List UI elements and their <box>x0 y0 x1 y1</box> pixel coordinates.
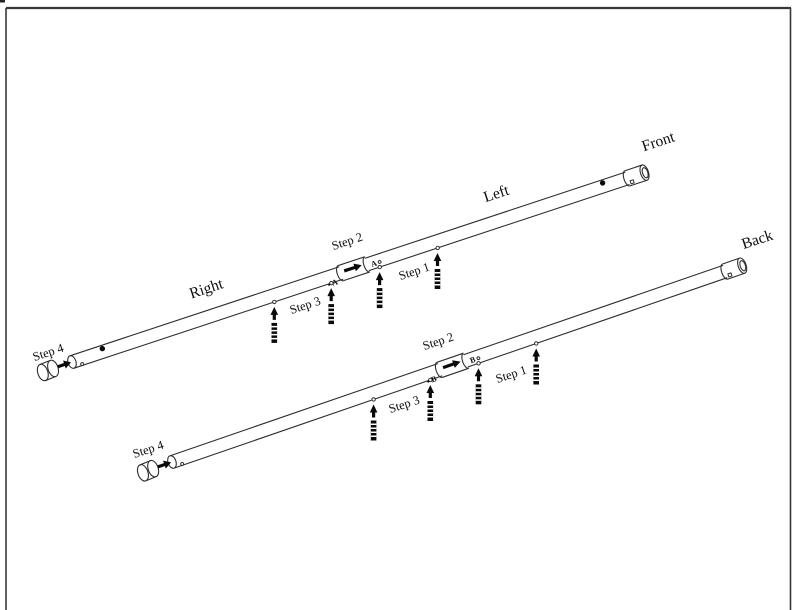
collar-hole <box>727 272 733 278</box>
step-label-3: Step 3 <box>288 294 322 317</box>
end-cap <box>136 459 160 482</box>
marker-dot <box>427 380 430 383</box>
side-label-left: Left <box>481 182 512 206</box>
cap-direction-arrow-icon <box>57 360 72 369</box>
insert-pin <box>369 404 378 441</box>
slide-direction-arrow-icon <box>442 360 461 370</box>
joint-marker-label: B <box>469 355 478 365</box>
step-label-1: Step 1 <box>494 363 528 386</box>
pin-hole <box>272 299 277 305</box>
insert-pin <box>433 253 442 289</box>
marker-hole <box>476 356 481 361</box>
step-label-1: Step 1 <box>397 260 431 283</box>
step-label-2: Step 2 <box>421 330 455 353</box>
step-label-2: Step 2 <box>330 230 364 253</box>
snap-button <box>599 180 606 186</box>
end-hole <box>80 362 85 367</box>
end-cap <box>36 359 60 382</box>
coupler-sleeve <box>434 352 469 378</box>
pin-hole <box>435 245 440 251</box>
corner-mark <box>0 0 5 3</box>
pin-hole <box>428 377 433 383</box>
step-label-3: Step 3 <box>387 393 421 416</box>
cap-direction-arrow-icon <box>157 460 172 469</box>
front-rail-assembly: A A Rig <box>31 128 678 382</box>
insert-pin <box>426 385 435 421</box>
step-label-4: Step 4 <box>31 341 66 364</box>
joint-marker-label: A <box>370 258 379 268</box>
joint-marker-label: B <box>430 374 439 384</box>
pin-hole <box>371 397 376 402</box>
slide-direction-arrow-icon <box>343 263 362 273</box>
snap-button <box>99 345 106 352</box>
end-label-front: Front <box>640 128 678 155</box>
end-collar <box>622 164 650 187</box>
pin-hole <box>534 341 539 346</box>
pin-hole <box>377 264 382 270</box>
insert-pin <box>270 306 279 343</box>
step-label-4: Step 4 <box>131 438 166 461</box>
joint-marker-label: A <box>331 277 340 287</box>
back-rail-assembly: B B Bac <box>131 227 775 482</box>
marker-hole <box>377 260 382 264</box>
coupler-sleeve <box>335 256 370 282</box>
insert-pin <box>474 368 483 405</box>
pin-hole <box>329 280 334 286</box>
end-collar <box>720 257 748 280</box>
side-label-right: Right <box>187 275 226 302</box>
end-label-back: Back <box>739 227 775 253</box>
marker-dot <box>328 283 331 286</box>
collar-hole <box>629 179 635 185</box>
insert-pin <box>532 348 540 385</box>
pin-hole <box>476 361 481 366</box>
end-hole <box>180 461 185 466</box>
insert-pin <box>327 288 335 325</box>
insert-pin <box>375 272 384 309</box>
